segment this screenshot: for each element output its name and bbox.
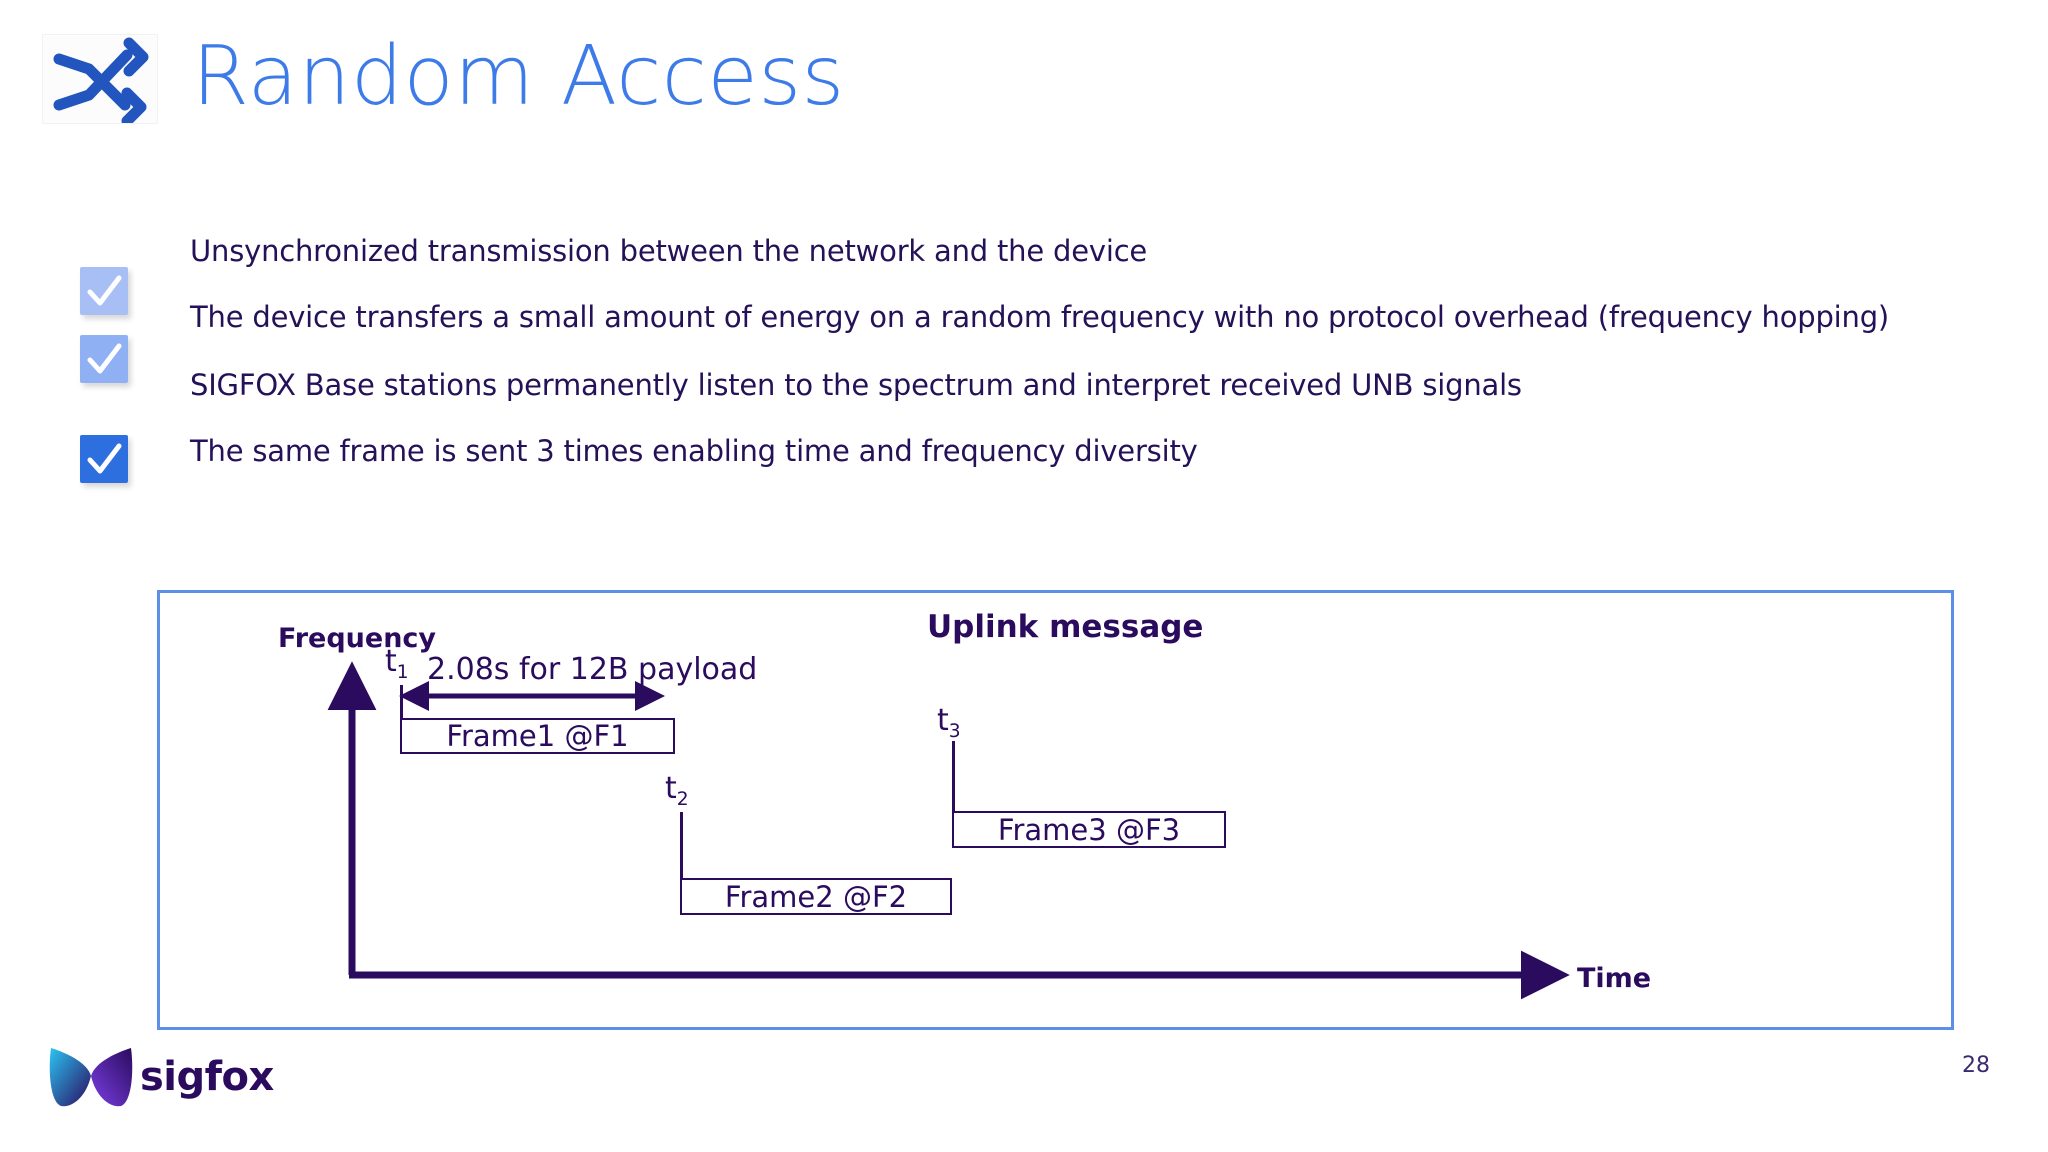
- uplink-message-diagram: Uplink message Frequency Time: [157, 590, 1954, 1030]
- butterfly-icon: [49, 1048, 133, 1107]
- frame-box-1: Frame1 @F1: [400, 718, 675, 754]
- diagram-title: Uplink message: [927, 609, 1204, 645]
- frame-box-3: Frame3 @F3: [952, 811, 1226, 848]
- frame-label-3: Frame3 @F3: [997, 812, 1181, 847]
- slide-title-block: Random Access: [42, 18, 1042, 138]
- time-marker-t1: t1: [385, 644, 409, 683]
- frame-label-1: Frame1 @F1: [446, 719, 629, 753]
- bullet-text-2: The device transfers a small amount of e…: [190, 300, 1890, 334]
- bullet-text-3: SIGFOX Base stations permanently listen …: [190, 368, 1522, 402]
- checkmark-icon-4: [80, 435, 128, 483]
- frame-label-2: Frame2 @F2: [724, 879, 908, 914]
- frame-box-2: Frame2 @F2: [680, 878, 952, 915]
- sigfox-logo: sigfox: [48, 1042, 298, 1116]
- y-axis-label: Frequency: [278, 623, 437, 654]
- checkmark-icon-2: [80, 267, 128, 315]
- brand-wordmark: sigfox: [140, 1054, 274, 1100]
- diagram-axes: [327, 661, 1570, 1000]
- shuffle-icon: [42, 34, 158, 127]
- x-axis-label: Time: [1577, 963, 1652, 994]
- checkmark-icon-3: [80, 335, 128, 383]
- tick-line-t3: [952, 741, 955, 811]
- time-marker-t3: t3: [937, 703, 961, 742]
- tick-line-t2: [680, 812, 683, 879]
- bullet-text-4: The same frame is sent 3 times enabling …: [190, 434, 1198, 468]
- bullet-text-1: Unsynchronized transmission between the …: [190, 234, 1148, 268]
- duration-label: 2.08s for 12B payload: [427, 652, 758, 687]
- page-title: Random Access: [192, 29, 845, 124]
- time-marker-t2: t2: [665, 771, 689, 810]
- page-number: 28: [1962, 1053, 1990, 1078]
